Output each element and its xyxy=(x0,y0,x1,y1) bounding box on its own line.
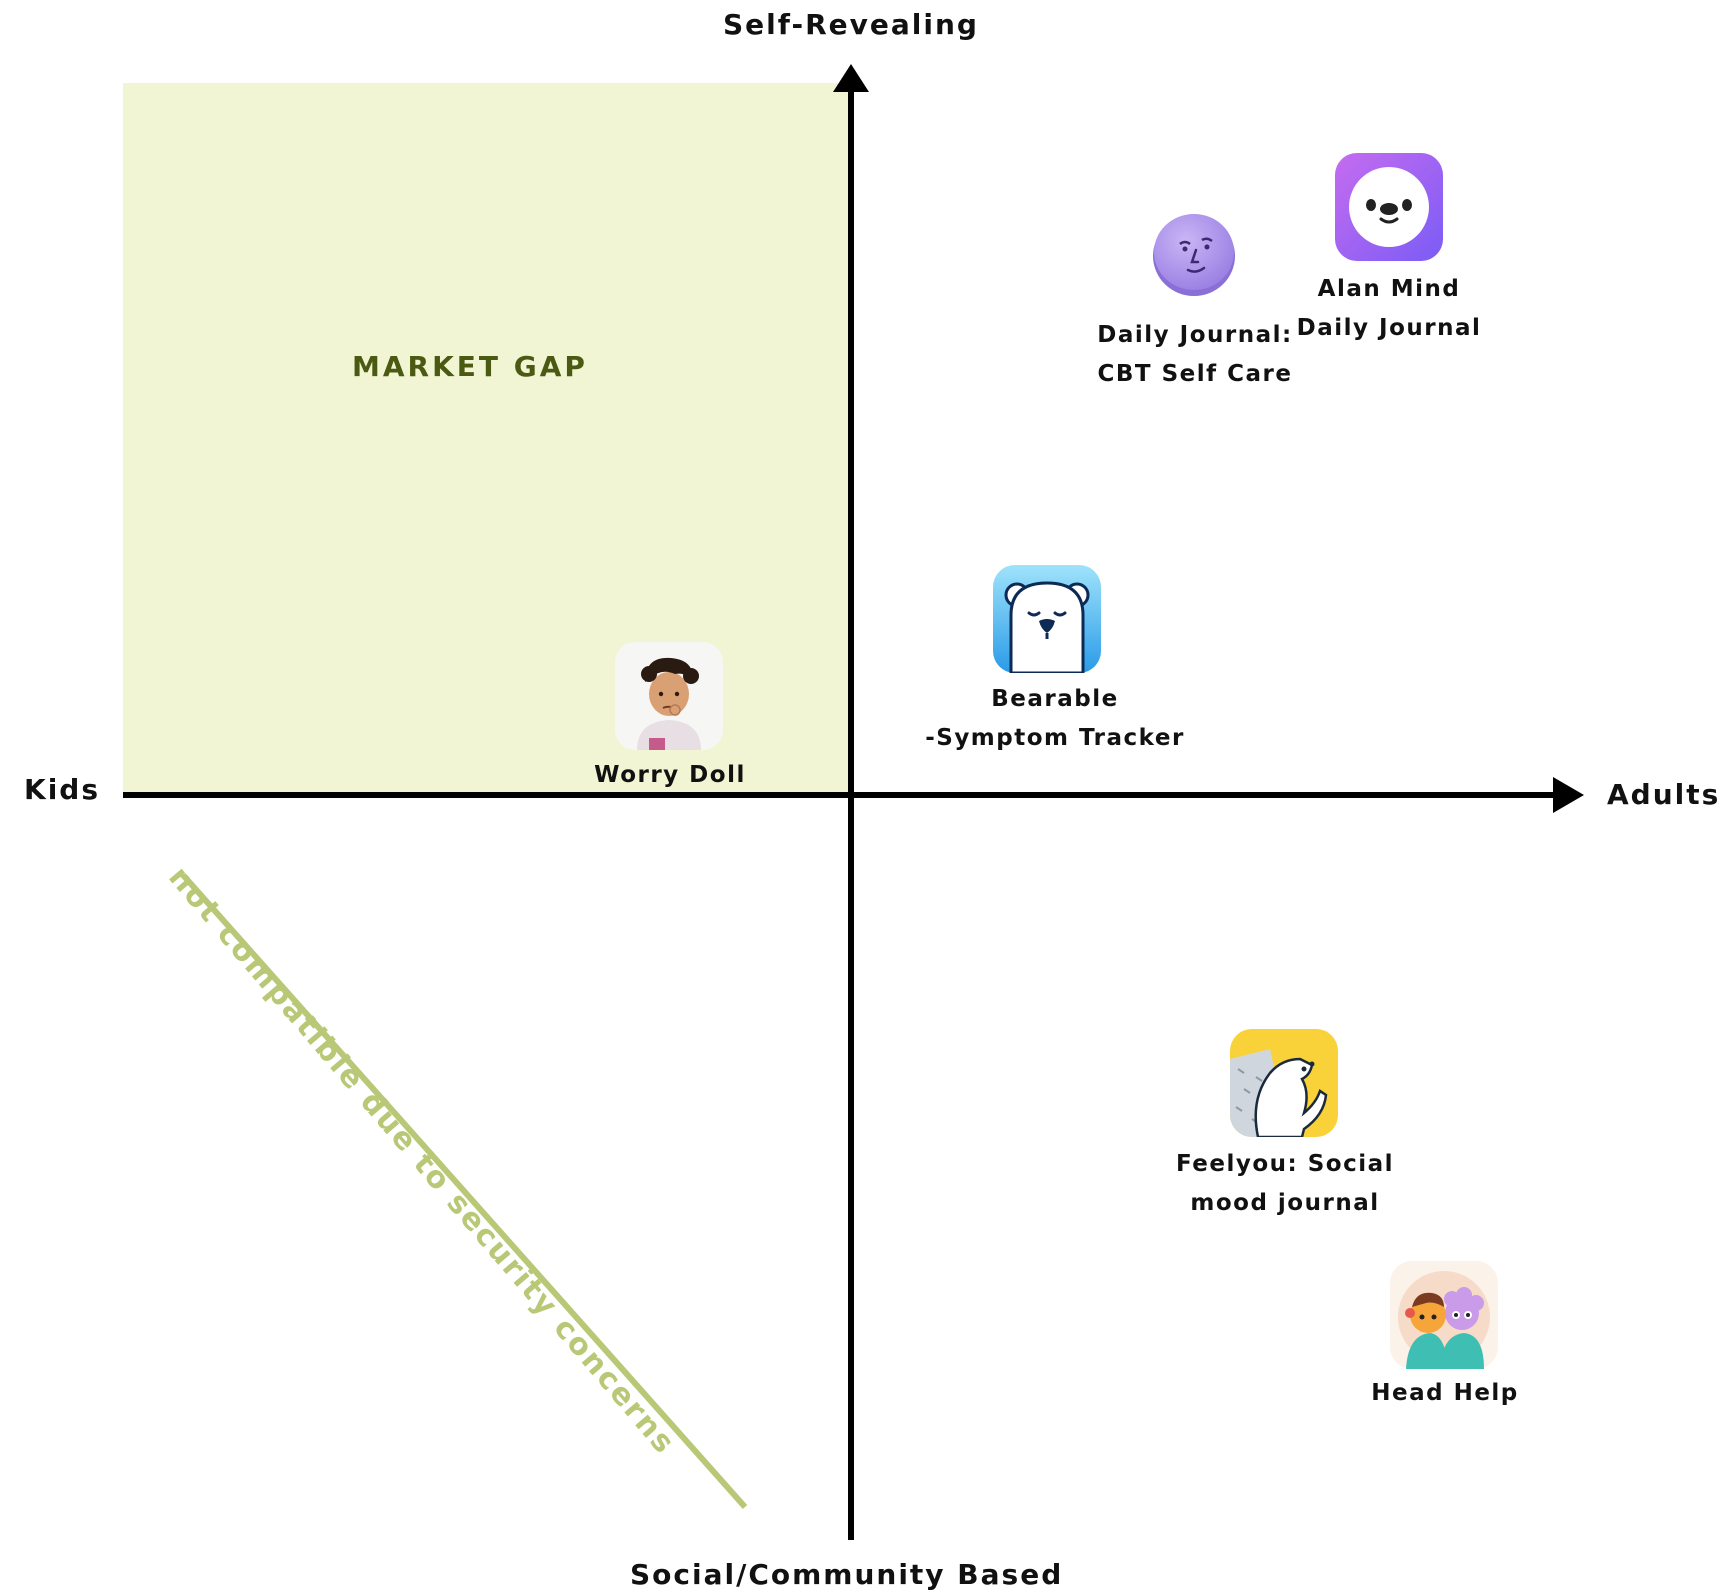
app-label-bearable: Bearable -Symptom Tracker xyxy=(925,686,1185,751)
axis-label-bottom: Social/Community Based xyxy=(630,1558,1064,1591)
purple-face-icon xyxy=(1153,214,1235,296)
app-label-worry-doll: Worry Doll xyxy=(594,762,746,788)
app-label-feelyou: Feelyou: Social mood journal xyxy=(1175,1151,1395,1216)
app-label-head-help: Head Help xyxy=(1371,1380,1519,1406)
axis-label-left: Kids xyxy=(24,773,101,806)
white-face-on-purple-icon xyxy=(1335,153,1443,261)
axis-label-top: Self-Revealing xyxy=(723,8,979,41)
app-label-daily-journal: Daily Journal: CBT Self Care xyxy=(1097,322,1293,387)
hedgehog-icon xyxy=(1230,1029,1338,1137)
market-gap-label: MARKET GAP xyxy=(352,350,588,383)
two-characters-icon xyxy=(1390,1261,1498,1369)
app-label-alan-mind: Alan Mind Daily Journal xyxy=(1296,276,1482,341)
market-gap-region xyxy=(123,83,851,795)
worried-child-icon xyxy=(615,642,723,750)
up-arrowhead xyxy=(833,64,869,92)
polar-bear-icon xyxy=(993,565,1101,673)
right-arrowhead xyxy=(1553,777,1584,813)
axis-label-right: Adults xyxy=(1607,778,1720,811)
security-note-line xyxy=(180,873,748,1509)
